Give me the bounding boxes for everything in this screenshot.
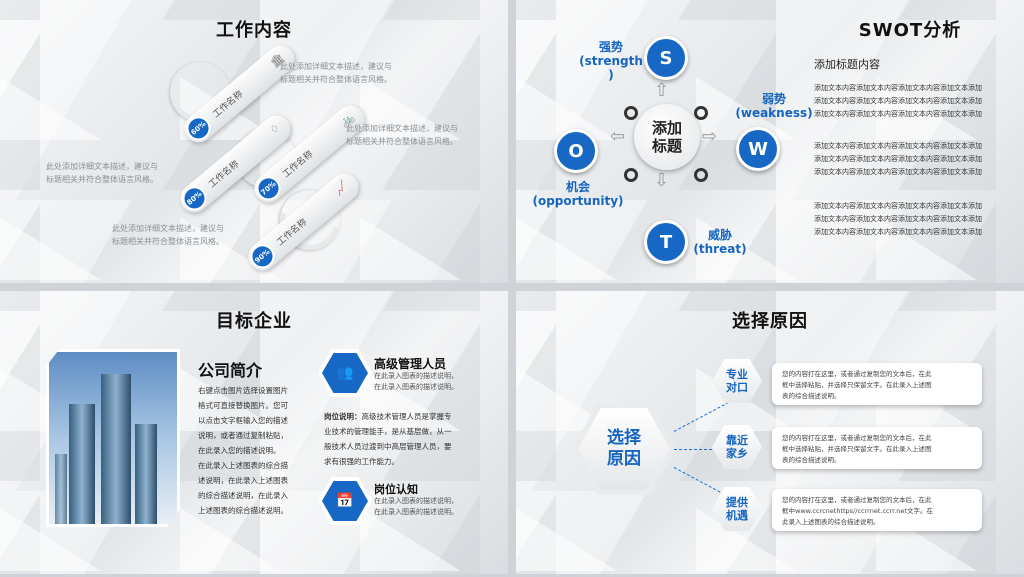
reason-hex-1[interactable]: 专业对口 — [712, 359, 762, 403]
swot-opportunity-circle[interactable]: O — [554, 129, 598, 173]
position-desc: 在此录入图表的描述说明，在此录入图表的描述说明。 — [374, 497, 458, 516]
company-title: 公司简介 — [198, 361, 263, 380]
slide-title: SWOT分析 — [858, 20, 962, 41]
slide-target-company[interactable]: 目标企业 公司简介 右键点击图片选择设置图片格式可直接替换图片。您可以点击文字框… — [0, 291, 508, 574]
strength-label: 强势(strength) — [579, 40, 643, 82]
description-text: 此处添加详细文本描述，建议与标题相关并符合整体语言风格。 — [346, 124, 458, 146]
slide-title: 选择原因 — [732, 311, 808, 332]
chart-icon: 📈 — [331, 178, 351, 198]
slide-title: 工作内容 — [216, 20, 292, 41]
slide-title: 目标企业 — [216, 311, 292, 332]
description-text: 此处添加详细文本描述，建议与标题相关并符合整体语言风格。 — [46, 162, 158, 184]
building-photo — [46, 349, 180, 527]
manager-desc: 在此录入图表的描述说明，在此录入图表的描述说明。 — [374, 372, 458, 391]
reason-box-1: 您的内容打在这里，或者通过复制您的文本后，在此框中选择粘贴，并选择只保留文字。在… — [772, 363, 982, 405]
description-text: 此处添加详细文本描述，建议与标题相关并符合整体语言风格。 — [112, 224, 224, 246]
diamond-icon: ♢ — [266, 120, 283, 138]
paragraph: 添加文本内容添加文本内容添加文本内容添加文本添加添加文本内容添加文本内容添加文本… — [814, 202, 982, 236]
slide-swot[interactable]: SWOT分析 ⇧ ⇩ ⇦ ⇨ 添加 标题 S W O T 强势(strength… — [516, 0, 1024, 283]
arrow-up-icon: ⇧ — [654, 80, 670, 101]
paragraph: 添加文本内容添加文本内容添加文本内容添加文本添加添加文本内容添加文本内容添加文本… — [814, 142, 982, 176]
threat-label: 威胁(threat) — [693, 228, 747, 256]
connector-line — [674, 449, 742, 450]
swot-strength-circle[interactable]: S — [644, 36, 688, 80]
reason-box-3: 您的内容打在这里，或者通过复制您的文本后，在此框中www.ccrcnethttp… — [772, 489, 982, 531]
manager-title: 高级管理人员 — [374, 357, 447, 371]
paragraph: 添加文本内容添加文本内容添加文本内容添加文本添加添加文本内容添加文本内容添加文本… — [814, 84, 982, 118]
post-description: 岗位说明：高级技术管理人员是掌握专 业技术的管理能手，是从基层做，从一般技术人员… — [324, 412, 452, 466]
opportunity-label: 机会(opportunity) — [532, 180, 624, 208]
percent-badge: 80% — [177, 181, 212, 216]
swot-weakness-circle[interactable]: W — [736, 127, 780, 171]
swot-threat-circle[interactable]: T — [644, 220, 688, 264]
right-title: 添加标题内容 — [814, 58, 880, 71]
slide-work-content[interactable]: 工作内容 60% 工作名称 🏛 80% 工作名称 ♢ 70% 工作名称 🚲 90… — [0, 0, 508, 283]
reason-box-2: 您的内容打在这里，或者通过复制您的文本后，在此框中选择粘贴，并选择只保留文字。在… — [772, 427, 982, 469]
swot-center: 添加 标题 — [634, 104, 700, 170]
work-item-label: 工作名称 — [207, 159, 242, 191]
reason-hex-2[interactable]: 靠近家乡 — [712, 425, 762, 469]
ring-decoration — [624, 106, 638, 120]
arrow-down-icon: ⇩ — [654, 170, 670, 191]
reason-hex-3[interactable]: 提供机遇 — [712, 487, 762, 531]
position-title: 岗位认知 — [374, 483, 418, 496]
weakness-label: 弱势(weakness) — [735, 92, 813, 120]
company-intro: 右键点击图片选择设置图片格式可直接替换图片。您可以点击文字框输入您的描述 说明，… — [198, 386, 288, 515]
percent-badge: 90% — [245, 239, 280, 274]
ring-decoration — [624, 168, 638, 182]
arrow-left-icon: ⇦ — [610, 126, 626, 147]
slide-reasons[interactable]: 选择原因 选择 原因 专业对口 您的内容打在这里，或者通过复制您的文本后，在此框… — [516, 291, 1024, 574]
ring-decoration — [694, 168, 708, 182]
arrow-right-icon: ⇨ — [702, 126, 718, 147]
ring-decoration — [694, 106, 708, 120]
description-text: 此处添加详细文本描述，建议与标题相关并符合整体语言风格。 — [280, 62, 392, 84]
